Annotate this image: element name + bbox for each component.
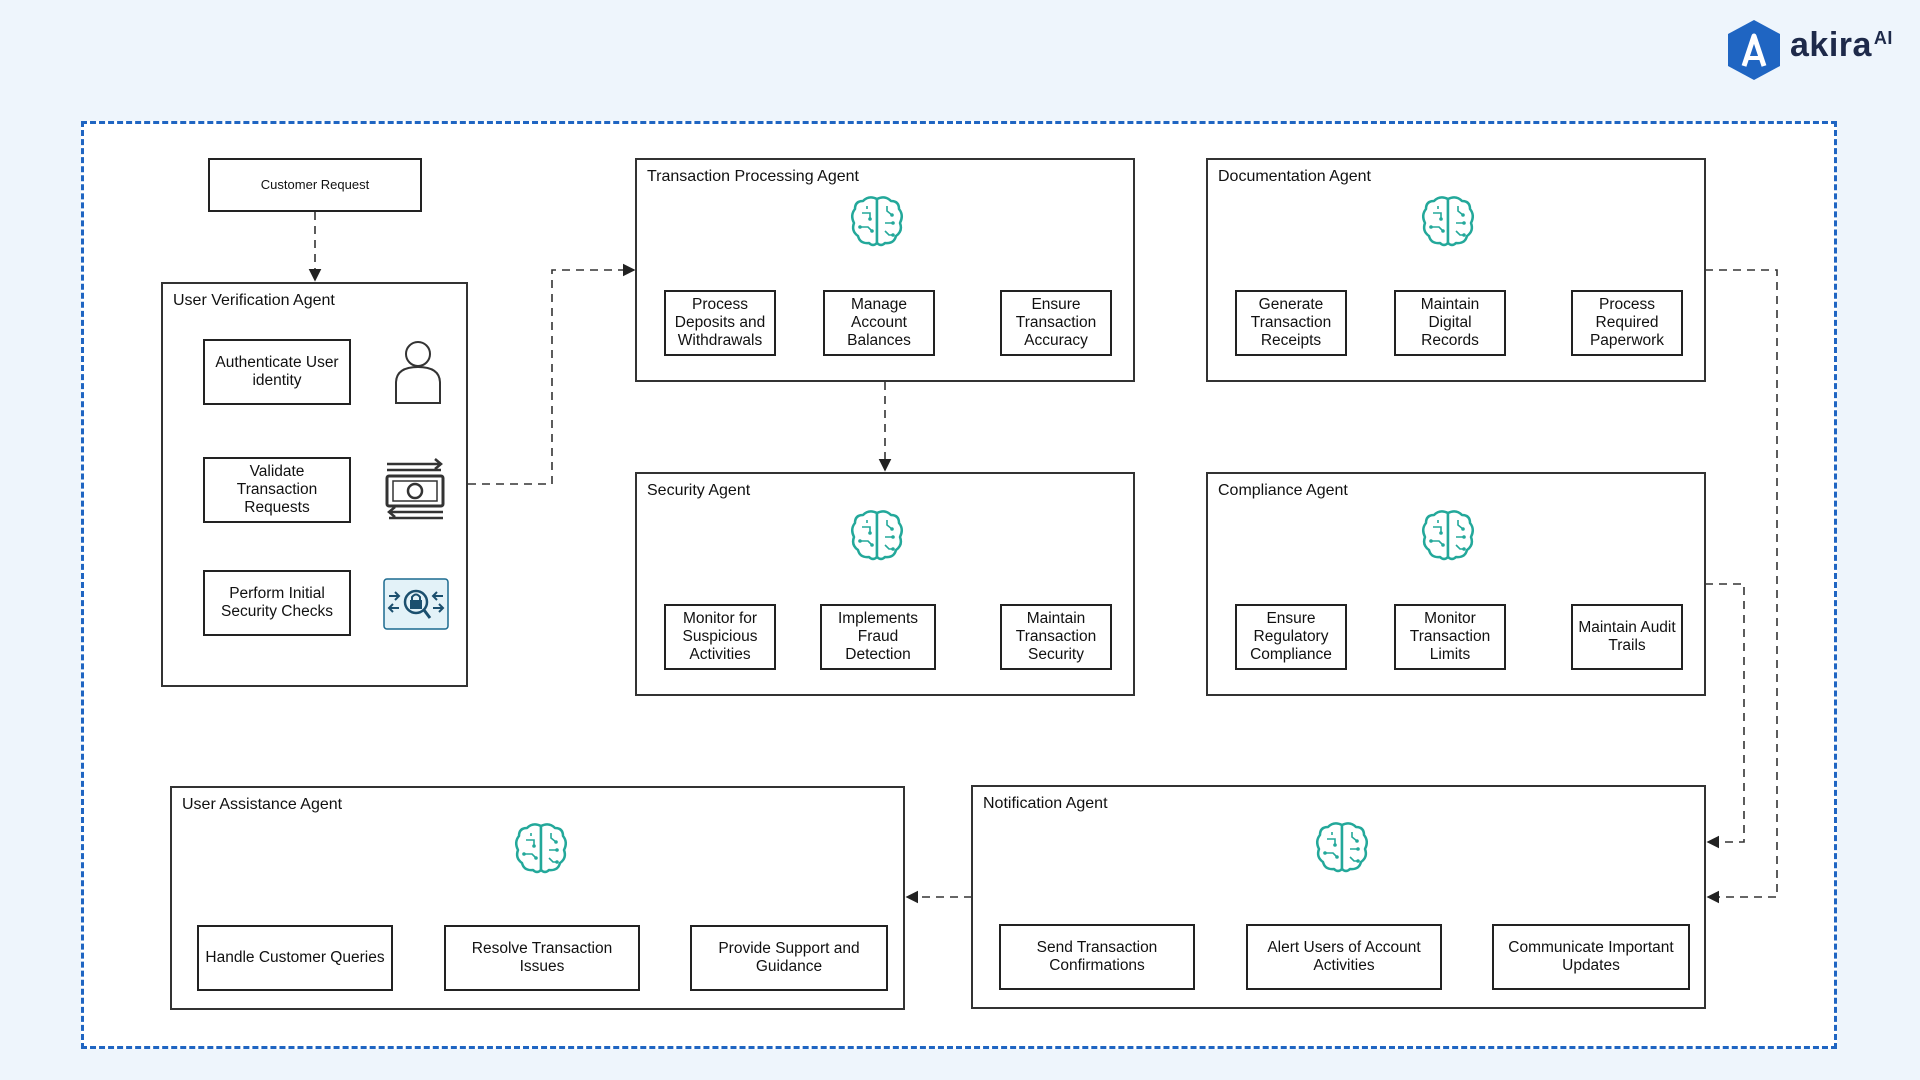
- customer-request-label: Customer Request: [260, 177, 370, 192]
- money-transfer-icon: [385, 458, 445, 520]
- agent-title: Documentation Agent: [1218, 168, 1371, 185]
- compliance-agent: Compliance Agent Ensure Regulatory Compl…: [1206, 472, 1706, 696]
- agent-title: Transaction Processing Agent: [647, 168, 859, 185]
- task-digital-records: Maintain Digital Records: [1394, 290, 1506, 356]
- task-fraud-detection: Implements Fraud Detection: [820, 604, 936, 670]
- task-transaction-security: Maintain Transaction Security: [1000, 604, 1112, 670]
- agent-title: Security Agent: [647, 482, 751, 499]
- task-important-updates: Communicate Important Updates: [1492, 924, 1690, 990]
- task-account-activity-alerts: Alert Users of Account Activities: [1246, 924, 1442, 990]
- task-validate-transaction: Validate Transaction Requests: [203, 457, 351, 523]
- task-regulatory-compliance: Ensure Regulatory Compliance: [1235, 604, 1347, 670]
- notification-agent: Notification Agent Send Transaction Conf…: [971, 785, 1706, 1009]
- task-customer-queries: Handle Customer Queries: [197, 925, 393, 991]
- task-support-guidance: Provide Support and Guidance: [690, 925, 888, 991]
- user-assistance-agent: User Assistance Agent Handle Customer Qu…: [170, 786, 905, 1010]
- task-audit-trails: Maintain Audit Trails: [1571, 604, 1683, 670]
- agent-title: User Verification Agent: [173, 292, 335, 309]
- task-deposits-withdrawals: Process Deposits and Withdrawals: [664, 290, 776, 356]
- security-scan-icon: [383, 578, 449, 630]
- user-icon: [395, 341, 441, 404]
- agent-title: User Assistance Agent: [182, 796, 343, 813]
- task-suspicious-activities: Monitor for Suspicious Activities: [664, 604, 776, 670]
- akira-logo-icon: [1728, 20, 1780, 80]
- task-transaction-limits: Monitor Transaction Limits: [1394, 604, 1506, 670]
- task-required-paperwork: Process Required Paperwork: [1571, 290, 1683, 356]
- task-transaction-confirmations: Send Transaction Confirmations: [999, 924, 1195, 990]
- customer-request-node: Customer Request: [208, 158, 422, 212]
- task-security-checks: Perform Initial Security Checks: [203, 570, 351, 636]
- agent-title: Compliance Agent: [1218, 482, 1348, 499]
- task-transaction-issues: Resolve Transaction Issues: [444, 925, 640, 991]
- documentation-agent: Documentation Agent Generate Transaction…: [1206, 158, 1706, 382]
- task-account-balances: Manage Account Balances: [823, 290, 935, 356]
- security-agent: Security Agent Monitor for Suspicious Ac…: [635, 472, 1135, 696]
- task-transaction-receipts: Generate Transaction Receipts: [1235, 290, 1347, 356]
- agent-title: Notification Agent: [983, 795, 1108, 812]
- user-verification-agent: User Verification Agent Authenticate Use…: [161, 282, 468, 687]
- task-authenticate-user: Authenticate User identity: [203, 339, 351, 405]
- task-transaction-accuracy: Ensure Transaction Accuracy: [1000, 290, 1112, 356]
- transaction-processing-agent: Transaction Processing Agent Process Dep…: [635, 158, 1135, 382]
